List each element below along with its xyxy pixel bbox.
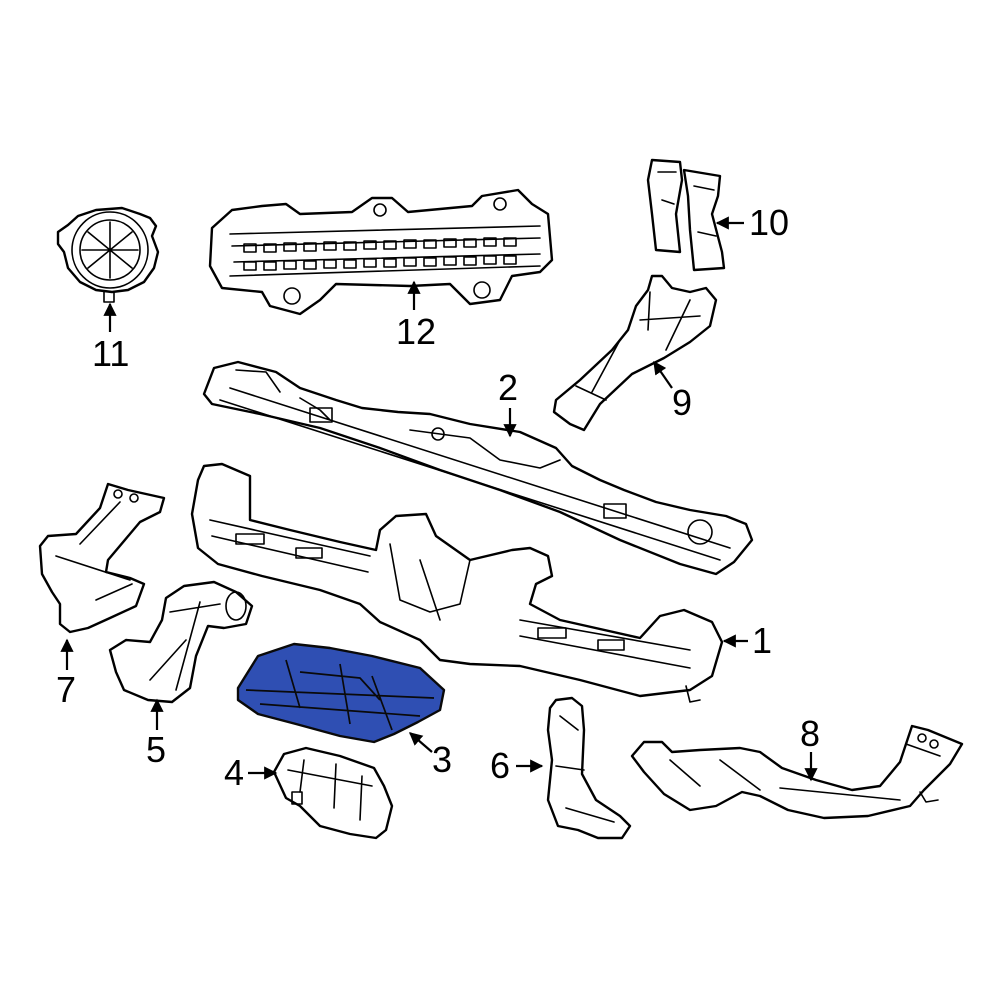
part-9-duct[interactable] xyxy=(552,274,718,432)
callout-8: 8 xyxy=(800,713,820,782)
callout-3: 3 xyxy=(409,732,452,780)
callout-label-7: 7 xyxy=(56,669,76,710)
part-3-highlighted-part[interactable] xyxy=(236,642,446,744)
part-10-ducts[interactable] xyxy=(646,158,726,272)
callout-5: 5 xyxy=(146,698,166,770)
part-7-left-duct[interactable] xyxy=(38,482,166,634)
callout-label-6: 6 xyxy=(490,745,510,786)
part-12-center-vent[interactable] xyxy=(208,188,554,316)
callout-label-3: 3 xyxy=(432,739,452,780)
part-2-rail[interactable] xyxy=(202,360,754,576)
callout-label-10: 10 xyxy=(749,202,789,243)
callout-label-5: 5 xyxy=(146,729,166,770)
callout-label-1: 1 xyxy=(752,620,772,661)
part-11-round-vent[interactable] xyxy=(56,206,160,303)
callout-label-9: 9 xyxy=(672,382,692,423)
part-5-duct-elbow[interactable] xyxy=(108,580,254,704)
callout-1: 1 xyxy=(722,620,772,661)
callout-label-4: 4 xyxy=(224,752,244,793)
callout-label-12: 12 xyxy=(396,311,436,352)
callout-2: 2 xyxy=(498,367,518,438)
callout-10: 10 xyxy=(715,202,789,243)
callout-label-8: 8 xyxy=(800,713,820,754)
callout-12: 12 xyxy=(396,280,436,352)
part-8-long-duct[interactable] xyxy=(630,724,964,820)
callout-label-2: 2 xyxy=(498,367,518,408)
callout-6: 6 xyxy=(490,745,544,786)
callout-4: 4 xyxy=(224,752,278,793)
callout-7: 7 xyxy=(56,638,76,710)
callout-11: 11 xyxy=(92,302,129,374)
part-6-duct[interactable] xyxy=(546,696,632,840)
part-1-main-duct[interactable] xyxy=(190,462,724,703)
callout-9: 9 xyxy=(653,360,692,423)
callout-label-11: 11 xyxy=(92,333,129,374)
part-4-block[interactable] xyxy=(272,746,394,840)
